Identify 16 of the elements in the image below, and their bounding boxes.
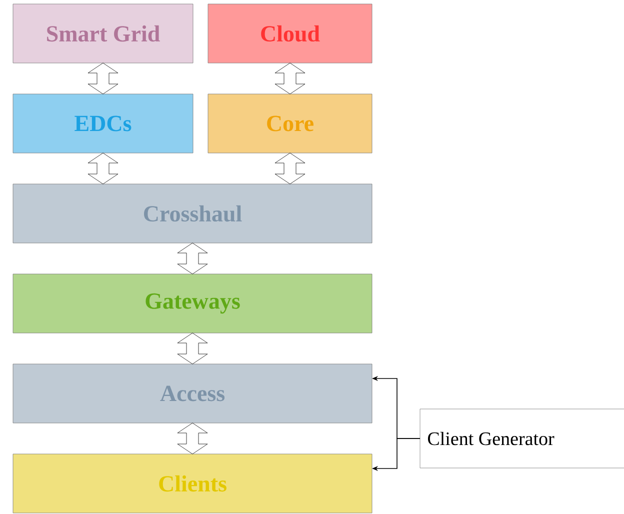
double-arrow: [177, 422, 208, 454]
layer-box: Access: [12, 364, 372, 424]
generator-box: Client Generator: [420, 408, 624, 468]
layer-box: Core: [208, 94, 372, 154]
double-arrow: [177, 242, 208, 274]
layer-box: Smart Grid: [12, 4, 194, 64]
double-arrow: [177, 332, 208, 364]
layer-box: Cloud: [208, 4, 372, 64]
layer-box: Clients: [12, 454, 372, 514]
double-arrow: [88, 62, 118, 94]
double-arrow: [274, 152, 306, 184]
layer-box: Gateways: [12, 274, 372, 334]
double-arrow: [88, 152, 118, 184]
layer-box: Crosshaul: [12, 184, 372, 244]
double-arrow: [274, 62, 306, 94]
layer-box: EDCs: [12, 94, 194, 154]
